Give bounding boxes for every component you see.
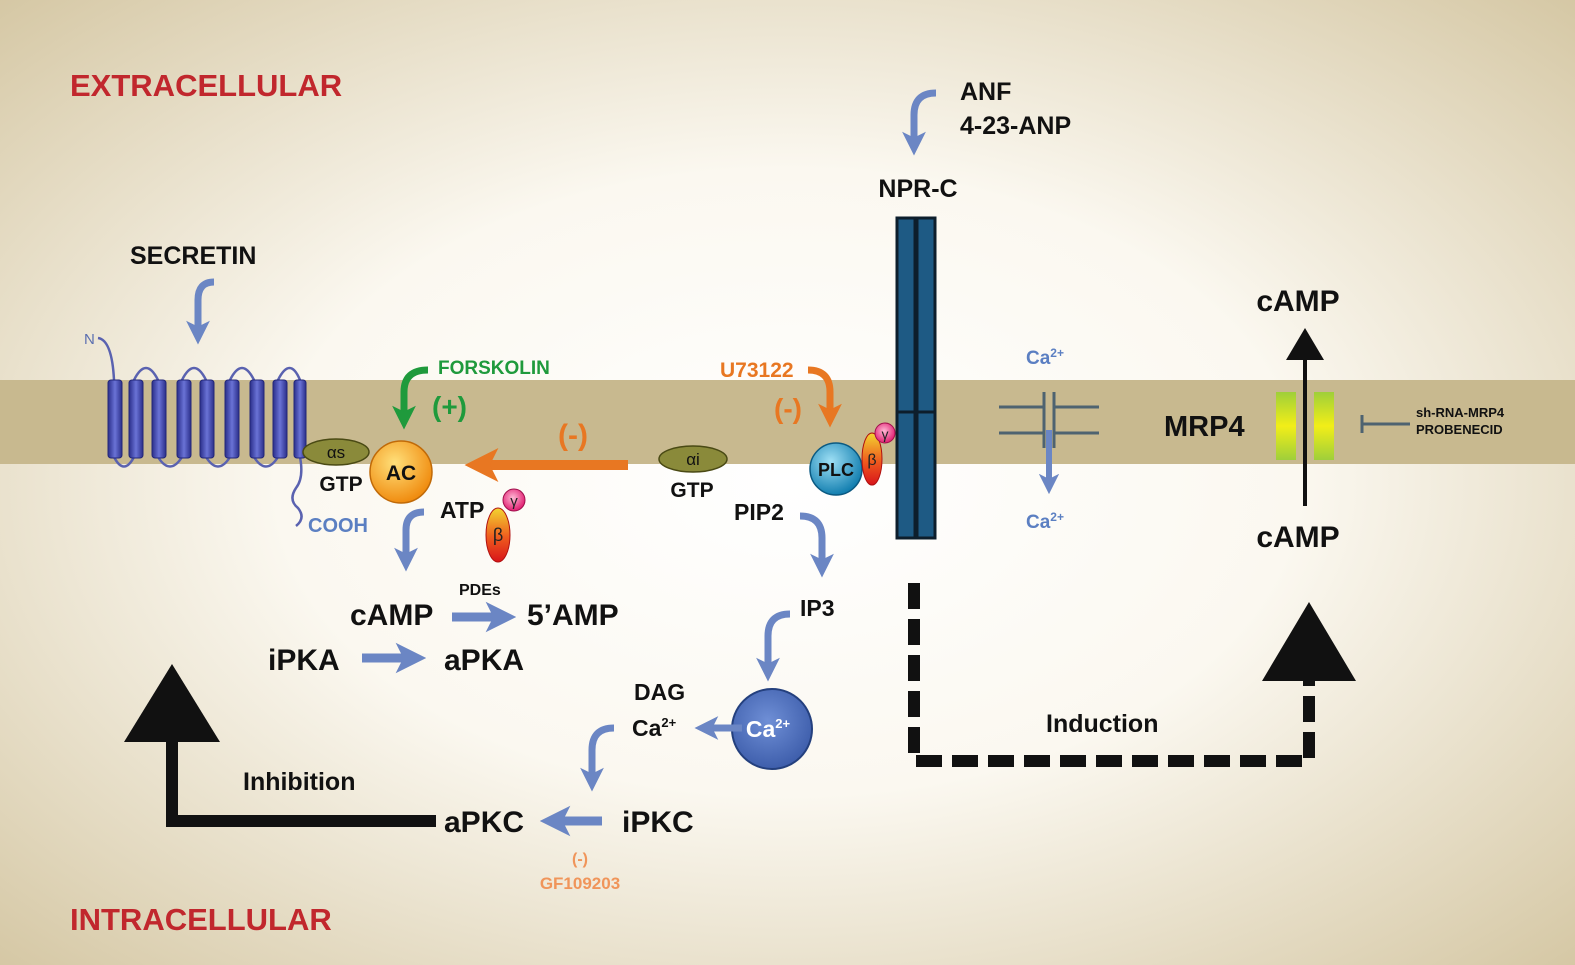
dag-label: DAG	[634, 679, 685, 705]
ca-out-label: Ca2+	[1026, 346, 1064, 369]
gtp-s-label: GTP	[319, 473, 362, 496]
ip3-to-store-arrow	[756, 610, 791, 682]
inhibition-arrowhead	[124, 664, 220, 742]
npr-c-label: NPR-C	[878, 175, 957, 203]
pip2-label: PIP2	[734, 499, 784, 525]
camp-label: cAMP	[350, 599, 433, 632]
anp-label: 4-23-ANP	[960, 112, 1071, 140]
alpha-s-label: αs	[327, 443, 345, 462]
gamma-subunit-2	[874, 422, 896, 444]
alpha-i-label: αi	[686, 450, 700, 469]
forskolin-label: FORSKOLIN	[438, 358, 550, 379]
intracellular-label: INTRACELLULAR	[70, 902, 332, 937]
mrp4-right-subunit	[1314, 392, 1334, 460]
inhibition-arrow	[166, 728, 436, 827]
secretin-label: SECRETIN	[130, 242, 256, 270]
alpha-s-subunit	[302, 438, 370, 466]
shrna-mrp4-label: sh-RNA-MRP4	[1416, 405, 1505, 420]
ac-to-camp-arrow	[394, 508, 425, 572]
probenecid-label: PROBENECID	[1416, 422, 1503, 437]
camp-out-label: cAMP	[1256, 285, 1339, 318]
ca-store-label: Ca2+	[746, 716, 791, 742]
gf109203-label: GF109203	[540, 874, 620, 893]
apka-label: aPKA	[444, 644, 524, 677]
gf-minus-label: (-)	[572, 851, 588, 868]
u73122-arrow	[807, 366, 842, 428]
induction-arrow	[908, 583, 1315, 767]
mrp4-left-subunit	[1276, 392, 1296, 460]
ca-in-label: Ca2+	[1026, 510, 1064, 533]
alpha-i-subunit	[658, 445, 728, 473]
anf-arrow	[902, 89, 937, 156]
5amp-label: 5’AMP	[527, 599, 619, 632]
u73122-label: U73122	[720, 359, 794, 382]
gamma-subunit-1	[502, 488, 526, 512]
mrp4-label: MRP4	[1164, 411, 1245, 443]
inhibition-label: Inhibition	[243, 768, 355, 796]
secretin-receptor	[97, 336, 307, 527]
cooh-label: COOH	[308, 515, 368, 537]
forskolin-plus: (+)	[432, 391, 467, 422]
adenylyl-cyclase	[369, 440, 433, 504]
gamma-2-label: γ	[882, 426, 889, 442]
beta-1-label: β	[493, 525, 503, 545]
dag-to-pkc-arrow	[580, 724, 615, 792]
ipkc-label: iPKC	[622, 806, 694, 839]
beta-2-label: β	[867, 452, 876, 469]
secretin-arrow	[186, 278, 215, 345]
anf-label: ANF	[960, 78, 1011, 106]
n-terminus-label: N	[84, 331, 95, 348]
induction-label: Induction	[1046, 710, 1158, 738]
induction-arrowhead	[1262, 602, 1356, 681]
beta-subunit-1	[485, 507, 511, 563]
camp-in-label: cAMP	[1256, 521, 1339, 554]
camp-efflux-arrowhead	[1286, 328, 1324, 360]
calcium-channel	[999, 392, 1099, 448]
atp-label: ATP	[440, 497, 484, 523]
ip3-label: IP3	[800, 595, 835, 621]
ac-label: AC	[386, 462, 416, 485]
ipka-label: iPKA	[268, 644, 340, 677]
beta-subunit-2	[861, 432, 883, 486]
u73122-minus: (-)	[774, 393, 802, 424]
phospholipase-c	[809, 442, 863, 496]
forskolin-arrow	[392, 366, 429, 430]
extracellular-label: EXTRACELLULAR	[70, 68, 342, 103]
pdes-label: PDEs	[459, 582, 501, 599]
npr-c-receptor	[895, 216, 937, 540]
apkc-label: aPKC	[444, 806, 524, 839]
ca-dag-label: Ca2+	[632, 715, 677, 741]
gamma-1-label: γ	[510, 493, 518, 510]
gi-inhibition-minus: (-)	[558, 419, 588, 452]
pip2-to-ip3-arrow	[799, 512, 834, 578]
plc-label: PLC	[818, 460, 854, 480]
gtp-i-label: GTP	[670, 479, 713, 502]
